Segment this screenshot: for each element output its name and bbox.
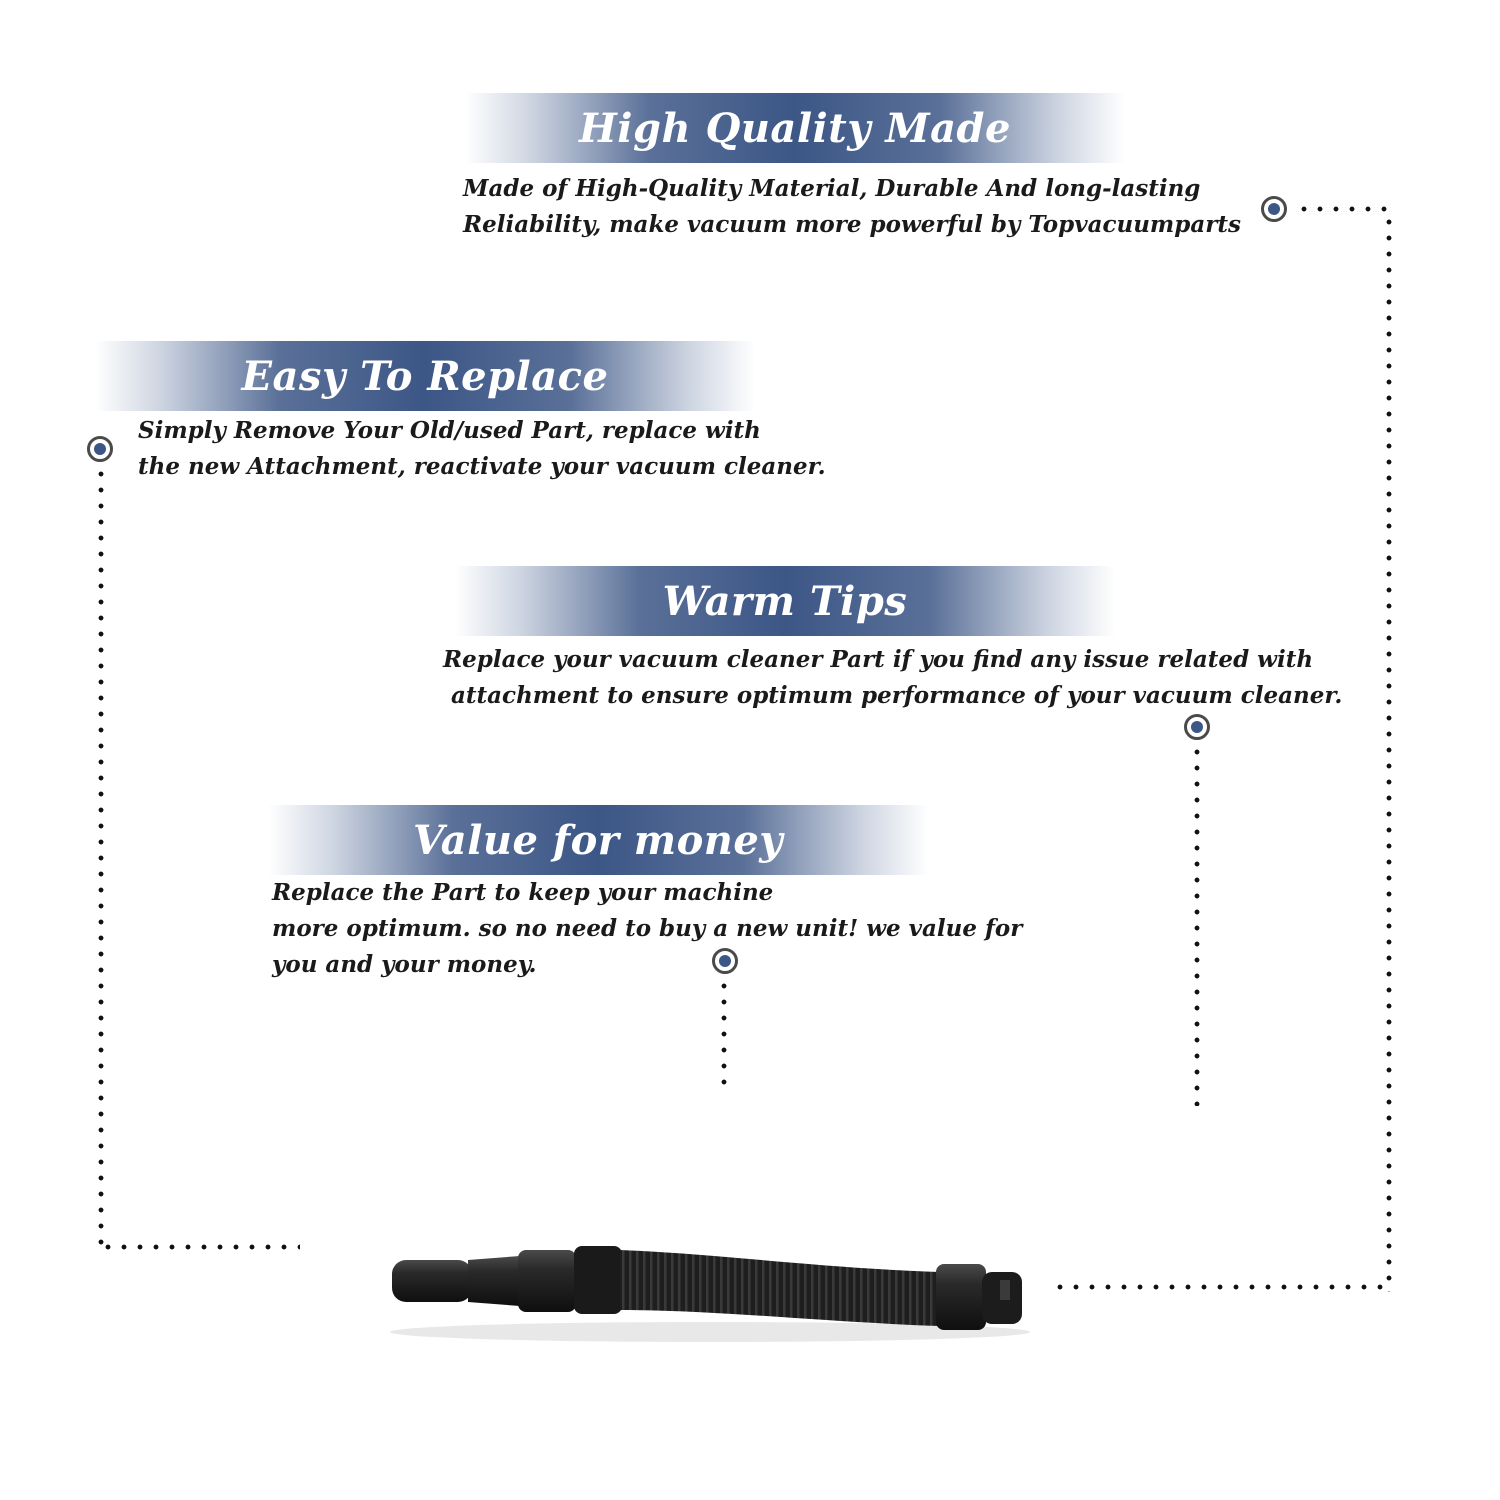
hose-end-cuff	[936, 1264, 986, 1330]
banner-value-for-money: Value for money	[268, 805, 928, 875]
section-title: Warm Tips	[662, 577, 908, 625]
dotted-connector	[100, 1244, 300, 1250]
banner-high-quality-made: High Quality Made	[465, 93, 1125, 163]
description-line: attachment to ensure optimum performance…	[443, 682, 1343, 709]
description-line: you and your money.	[272, 951, 537, 978]
description-line: Simply Remove Your Old/used Part, replac…	[138, 417, 761, 444]
dotted-connector	[98, 466, 104, 1252]
section-description: Replace the Part to keep your machine mo…	[272, 875, 1022, 983]
description-line: Reliability, make vacuum more powerful b…	[463, 211, 1241, 238]
banner-warm-tips: Warm Tips	[455, 566, 1115, 636]
hose-collar	[518, 1250, 576, 1312]
section-title: High Quality Made	[579, 104, 1011, 152]
dotted-connector	[1296, 206, 1392, 212]
vacuum-hose-attachment-image	[390, 1246, 1030, 1342]
marker-dot-icon	[87, 436, 113, 462]
section-title: Value for money	[412, 816, 784, 864]
marker-dot-icon	[1184, 714, 1210, 740]
dotted-connector	[1194, 744, 1200, 1106]
description-line: more optimum. so no need to buy a new un…	[272, 915, 1023, 942]
hose-nozzle	[392, 1260, 472, 1302]
section-description: Made of High-Quality Material, Durable A…	[463, 171, 1241, 243]
marker-dot-icon	[1261, 196, 1287, 222]
dotted-connector	[1386, 214, 1392, 1292]
description-line: Made of High-Quality Material, Durable A…	[463, 175, 1201, 202]
section-title: Easy To Replace	[241, 352, 609, 400]
description-line: Replace your vacuum cleaner Part if you …	[443, 646, 1314, 673]
dotted-connector	[721, 978, 727, 1090]
marker-dot-icon	[712, 948, 738, 974]
section-description: Simply Remove Your Old/used Part, replac…	[138, 413, 826, 485]
description-line: Replace the Part to keep your machine	[272, 879, 774, 906]
dotted-connector	[1052, 1284, 1392, 1290]
hose-taper	[468, 1256, 520, 1306]
description-line: the new Attachment, reactivate your vacu…	[138, 453, 826, 480]
hose-ribbed-section	[620, 1250, 940, 1326]
section-description: Replace your vacuum cleaner Part if you …	[443, 642, 1342, 714]
banner-easy-to-replace: Easy To Replace	[95, 341, 755, 411]
